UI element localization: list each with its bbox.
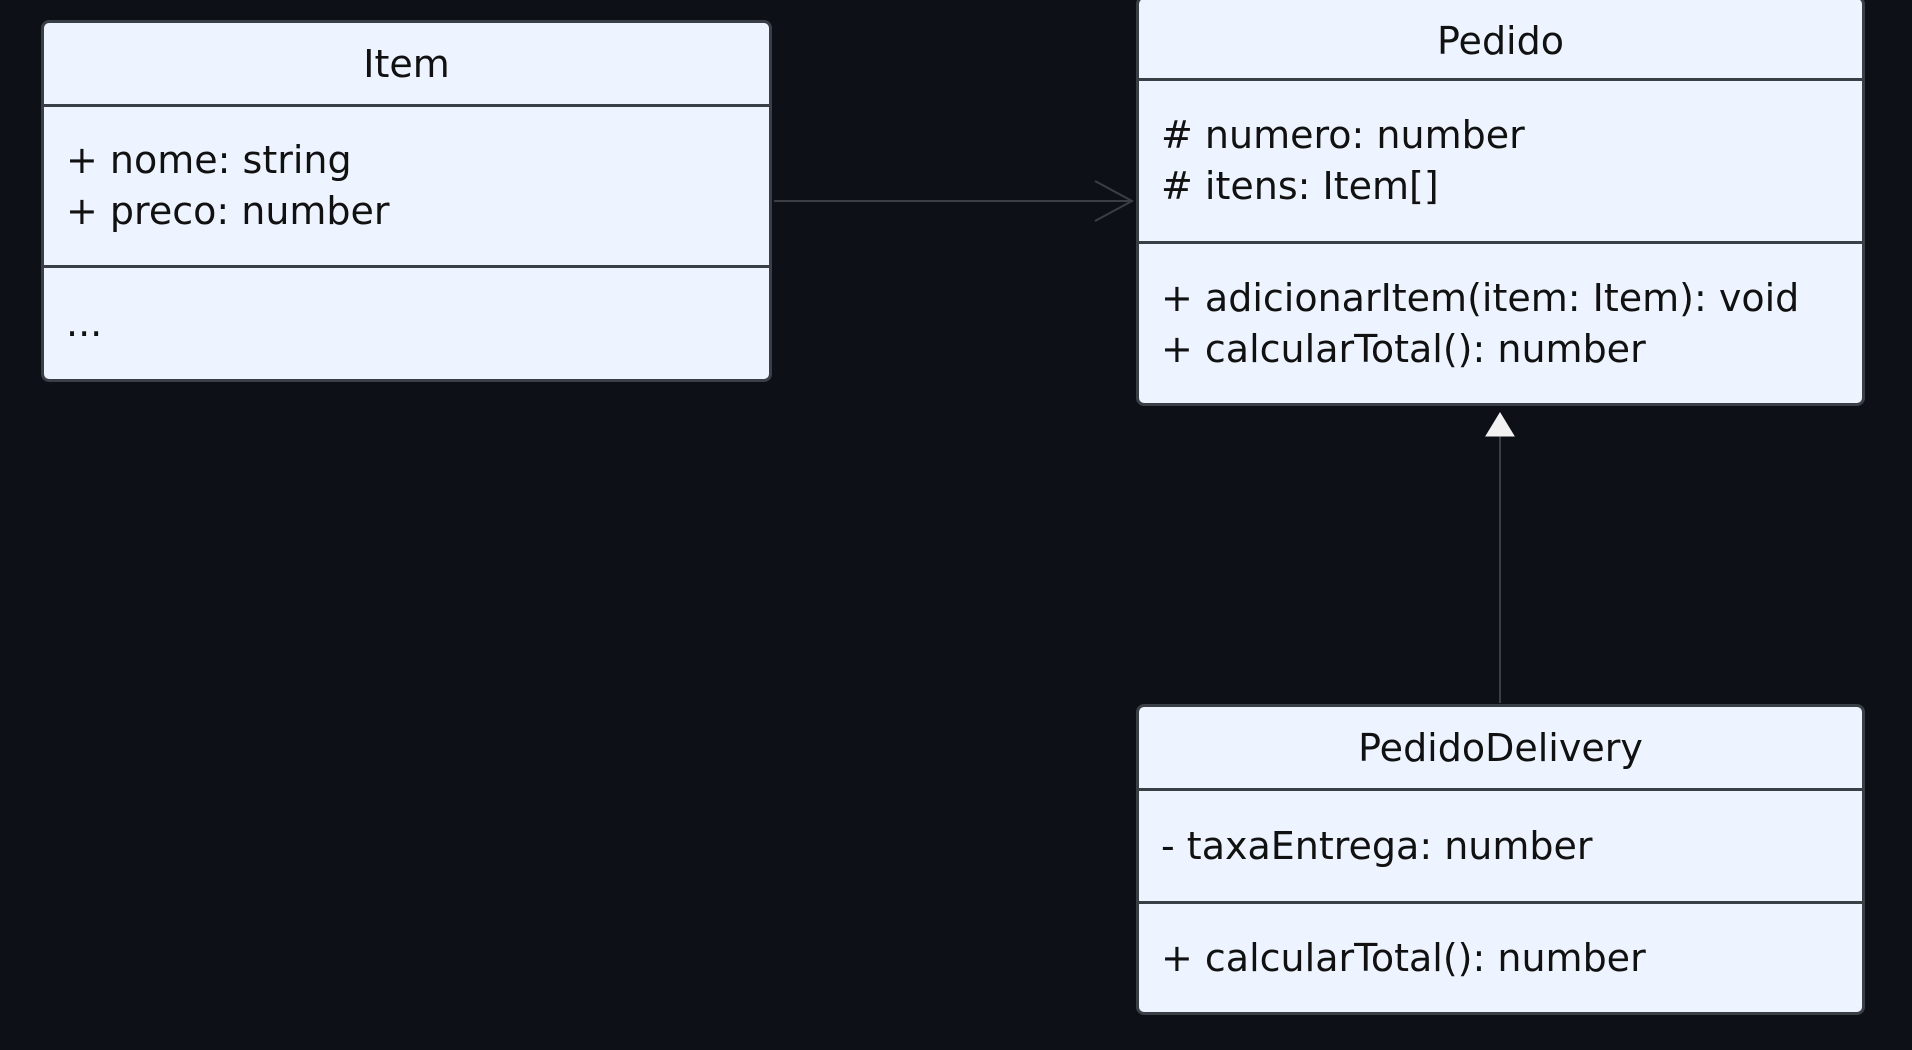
attribute: + preco: number <box>66 189 390 233</box>
class-name: Pedido <box>1139 0 1862 81</box>
methods-section: + calcularTotal(): number <box>1139 904 1862 1012</box>
methods-section: ... <box>44 268 769 379</box>
class-name: PedidoDelivery <box>1139 707 1862 791</box>
attribute: - taxaEntrega: number <box>1161 823 1593 868</box>
method: + calcularTotal(): number <box>1161 935 1646 980</box>
attribute: # itens: Item[] <box>1161 164 1439 208</box>
class-pedido[interactable]: Pedido # numero: number # itens: Item[] … <box>1136 0 1865 406</box>
attributes-section: # numero: number # itens: Item[] <box>1139 81 1862 244</box>
attributes-section: + nome: string + preco: number <box>44 107 769 268</box>
method: ... <box>66 301 103 345</box>
attribute: # numero: number <box>1161 113 1525 157</box>
attributes-section: - taxaEntrega: number <box>1139 791 1862 904</box>
class-pedidodelivery[interactable]: PedidoDelivery - taxaEntrega: number + c… <box>1136 704 1865 1015</box>
class-name: Item <box>44 23 769 107</box>
method: + adicionarItem(item: Item): void <box>1161 275 1800 320</box>
association-arrowhead <box>1094 180 1135 222</box>
inheritance-arrowhead <box>1485 412 1515 437</box>
methods-section: + adicionarItem(item: Item): void + calc… <box>1139 244 1862 403</box>
class-item[interactable]: Item + nome: string + preco: number ... <box>41 20 772 382</box>
method: + calcularTotal(): number <box>1161 326 1646 371</box>
attribute: + nome: string <box>66 138 352 182</box>
